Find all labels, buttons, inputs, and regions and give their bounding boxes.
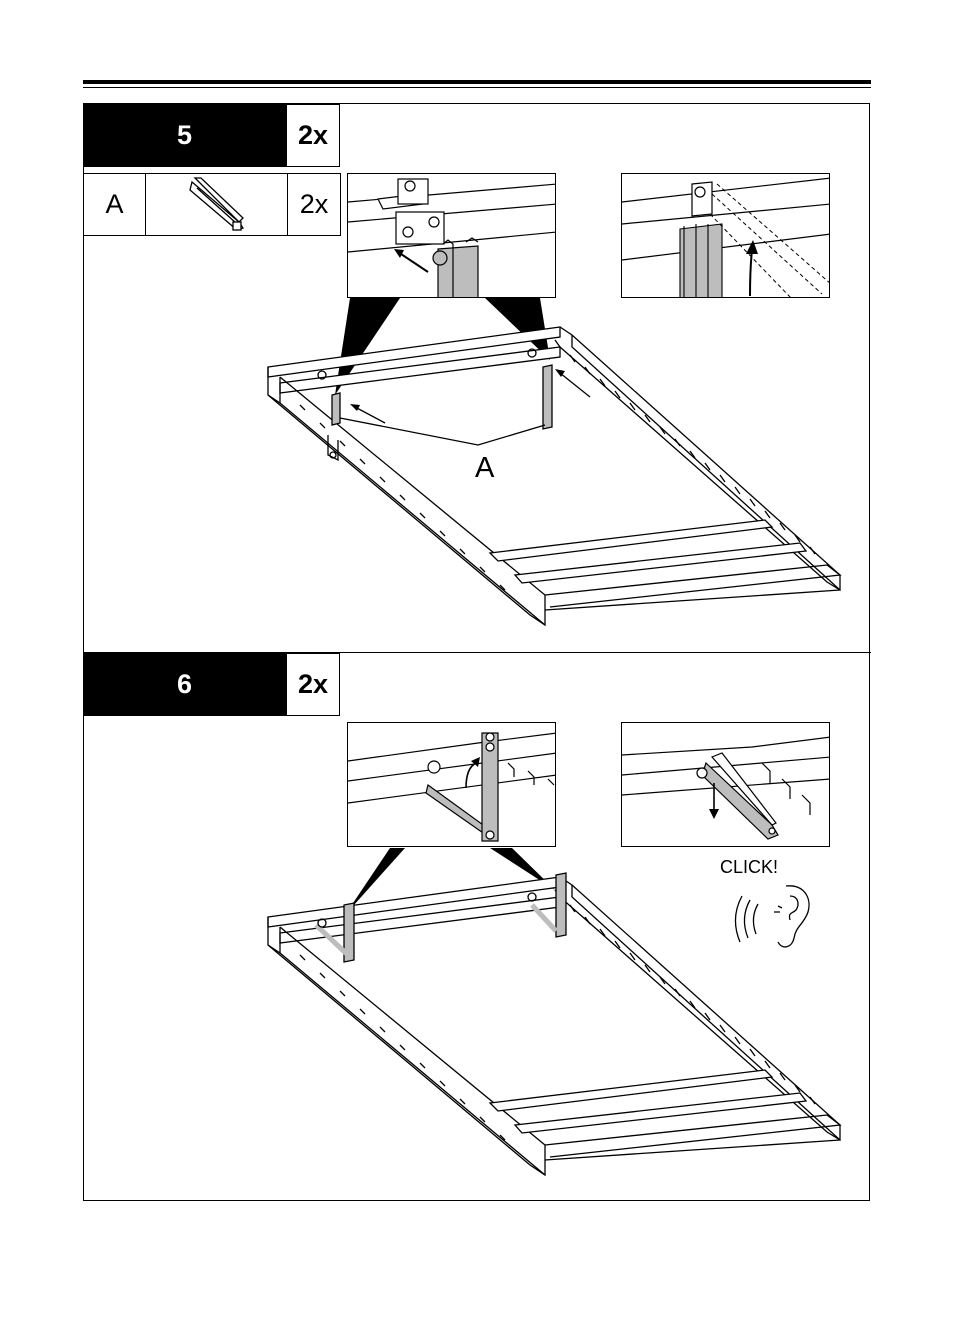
step-5-frame-drawing xyxy=(260,295,850,635)
header-rule-thin xyxy=(83,87,871,88)
step-divider xyxy=(83,652,871,653)
step-5-rotate-insert xyxy=(621,173,830,298)
parts-list: A 2x xyxy=(83,173,341,236)
part-a-callout: A xyxy=(475,452,495,484)
step-6-frame-drawing xyxy=(260,845,850,1185)
step-5-quantity: 2x xyxy=(286,104,340,167)
click-sound-label: CLICK! xyxy=(720,857,779,877)
header-rule-thick xyxy=(83,80,871,84)
part-a-letter: A xyxy=(84,174,146,235)
part-a-image xyxy=(146,174,288,235)
ear-listening-icon xyxy=(734,878,814,956)
step-5-detail-insert xyxy=(347,173,556,298)
bracket-arm-icon xyxy=(188,176,244,231)
step-6-quantity: 2x xyxy=(286,653,340,716)
step-5-number: 5 xyxy=(83,104,286,167)
step-6-number: 6 xyxy=(83,653,286,716)
step-6-lock-insert xyxy=(621,722,830,847)
part-a-quantity: 2x xyxy=(299,189,329,219)
step-6-fold-insert xyxy=(347,722,556,847)
